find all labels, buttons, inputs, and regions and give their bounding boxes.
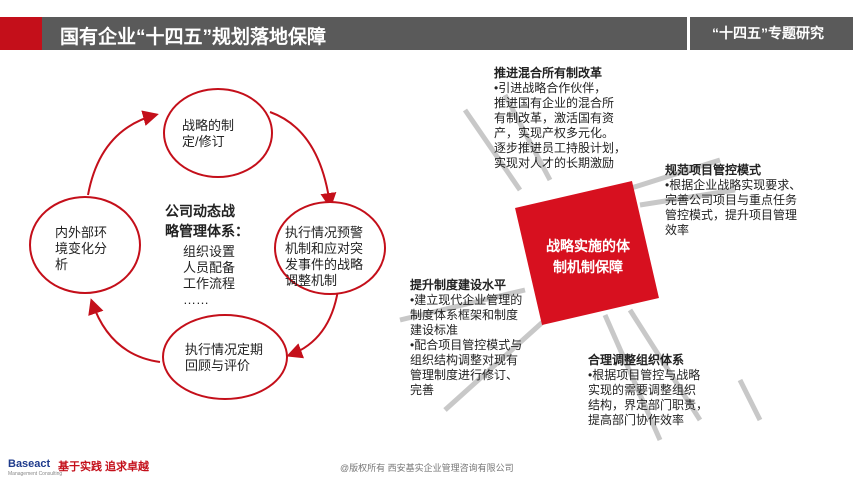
cycle-node-bottom [162, 314, 288, 400]
cycle-node-right [274, 201, 386, 295]
cycle-node-right-label: 执行情况预警 机制和应对突 发事件的战略 调整机制 [285, 225, 364, 288]
cycle-arrow-left-top [87, 110, 159, 196]
header-accent [0, 17, 42, 50]
guarantee-left-body: •建立现代企业管理的 制度体系框架和制度 建设标准 •配合项目管控模式与 组织结… [410, 293, 523, 397]
guarantee-center-label: 战略实施的体 制机制保障 [546, 238, 630, 275]
copyright-text: @版权所有 西安基实企业管理咨询有限公司 [340, 463, 514, 473]
guarantee-bottom-title: 合理调整组织体系 [588, 353, 685, 367]
guarantee-lines [399, 93, 763, 442]
guarantee-right-body: •根据企业战略实现要求、 完善公司项目与重点任务 管控模式，提升项目管理 效率 [665, 178, 802, 237]
cycle-arrow-right-bottom [286, 289, 339, 359]
cycle-node-top-label: 战略的制 定/修订 [182, 118, 235, 149]
cycle-node-bottom-label: 执行情况定期 回顾与评价 [185, 342, 264, 373]
header-tag: “十四五”专题研究 [712, 25, 824, 41]
guarantee-top-title: 推进混合所有制改革 [494, 66, 603, 80]
guarantee-left-title: 提升制度建设水平 [410, 278, 507, 292]
guarantee-bottom-body: •根据项目管控与战略 实现的需要调整组织 结构，界定部门职责， 提高部门协作效率 [588, 368, 709, 427]
company-logo: Baseact [8, 458, 51, 470]
company-slogan: 基于实践 追求卓越 [58, 461, 150, 473]
header-title-bg [42, 17, 687, 50]
cycle-node-left [29, 196, 141, 294]
page-title: 国有企业“十四五”规划落地保障 [60, 27, 327, 48]
header-tag-bg [690, 17, 853, 50]
cycle-center-title: 公司动态战 略管理体系： [165, 203, 249, 239]
cycle-arrow-top-right [269, 111, 337, 209]
guarantee-right-title: 规范项目管控模式 [665, 163, 762, 177]
guarantee-top-body: •引进战略合作伙伴， 推进国有企业的混合所 有制改革，激活国有资 产，实现产权多… [494, 81, 627, 170]
cycle-arrow-bottom-left [88, 298, 161, 363]
cycle-center-list: 组织设置 人员配备 工作流程 …… [183, 244, 236, 307]
cycle-node-left-label: 内外部环 境变化分 析 [55, 225, 108, 272]
cycle-node-top [163, 88, 273, 178]
header-bar: 国有企业“十四五”规划落地保障 “十四五”专题研究 [0, 0, 853, 50]
company-logo-sub: Management Consulting [8, 471, 63, 477]
